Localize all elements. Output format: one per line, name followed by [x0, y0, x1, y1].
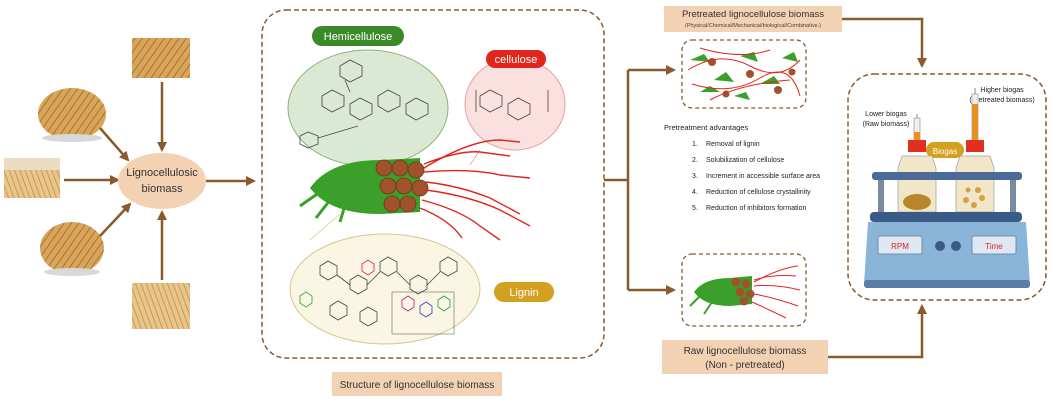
advantage-num-2: 2. [692, 157, 698, 164]
arrow-upleft-to-node [99, 127, 130, 162]
lower-biogas-line1: Lower biogas [865, 111, 907, 118]
lignocellulosic-biomass-node [118, 153, 206, 209]
zoom-line-lignin [309, 213, 341, 241]
advantage-num-1: 1. [692, 141, 698, 148]
node-label-line1: Lignocellulosic [126, 167, 198, 179]
advantage-text-2: Solubilization of cellulose [706, 157, 784, 164]
raw-fibers [689, 265, 801, 319]
structure-caption: Structure of lignocellulose biomass [340, 380, 495, 391]
time-label: Time [985, 242, 1003, 251]
biomass-image-lower-left [40, 222, 104, 276]
pretreated-header-box [664, 6, 842, 32]
biomass-image-bottom [132, 283, 190, 329]
arrow-raw-to-digester [828, 304, 927, 359]
lignin-pink-fragment [361, 259, 375, 276]
higher-biogas-line2: (Pretreated biomass) [969, 97, 1034, 104]
lignin-zoom-circle [289, 233, 481, 345]
advantage-num-4: 4. [692, 189, 698, 196]
lignin-green-fragment [299, 291, 313, 308]
arrow-lowleft-to-node [99, 202, 132, 237]
control-knob-1 [935, 241, 945, 251]
advantages-title: Pretreatment advantages [664, 123, 748, 132]
cellulose-structure [475, 89, 549, 121]
raw-label-line2: (Non - pretreated) [705, 360, 784, 371]
syringe-low [913, 114, 921, 141]
fiber-bundle [299, 139, 531, 241]
advantage-num-3: 3. [692, 173, 698, 180]
structure-caption-box [332, 372, 502, 396]
arrow-pretreated-to-digester [842, 17, 927, 68]
rpm-label: RPM [891, 242, 909, 251]
rpm-display [877, 235, 923, 255]
pretreated-title: Pretreated lignocellulose biomass [682, 9, 824, 20]
raw-label-box [662, 340, 828, 374]
bottle-raw [897, 140, 937, 213]
raw-label-line1: Raw lignocellulose biomass [684, 346, 807, 357]
lignin-label: Lignin [509, 287, 538, 299]
syringe-high [971, 88, 979, 141]
cellulose-label: cellulose [495, 54, 538, 66]
biomass-image-upper-left [38, 88, 106, 142]
biogas-label: Biogas [933, 147, 957, 156]
pretreated-subtitle: (Physical/Chemical/Mechanical/biological… [685, 23, 821, 29]
pretreated-fiber-box [681, 39, 807, 109]
hemicellulose-zoom-circle [287, 49, 449, 167]
higher-biogas-line1: Higher biogas [980, 87, 1024, 94]
hemicellulose-label: Hemicellulose [324, 31, 392, 43]
advantage-text-3: Increment in accessible surface area [706, 173, 820, 180]
pretreated-fibers [687, 47, 801, 101]
advantage-text-5: Reduction of inhibitors formation [706, 205, 806, 212]
hemicellulose-structure [299, 59, 429, 149]
shaker-device [864, 172, 1030, 288]
advantage-num-5: 5. [692, 205, 698, 212]
node-label-line2: biomass [142, 183, 183, 195]
control-knob-2 [951, 241, 961, 251]
biogas-label-pill [926, 142, 964, 158]
lignin-structure [319, 256, 458, 327]
lignin-label-pill [494, 282, 554, 302]
raw-fiber-box [681, 253, 807, 327]
digester-box [847, 73, 1047, 301]
structure-box [261, 9, 605, 359]
hemicellulose-label-pill [312, 26, 404, 46]
lignin-monomer-inset [391, 291, 455, 335]
time-display [971, 235, 1017, 255]
advantage-text-1: Removal of lignin [706, 141, 760, 148]
biomass-image-left [4, 158, 60, 198]
advantage-text-4: Reduction of cellulose crystallinity [706, 189, 811, 196]
lower-biogas-line2: (Raw biomass) [863, 121, 910, 128]
cellulose-label-pill [486, 50, 546, 68]
bottle-pretreated [955, 140, 995, 213]
biomass-image-top [132, 38, 190, 78]
